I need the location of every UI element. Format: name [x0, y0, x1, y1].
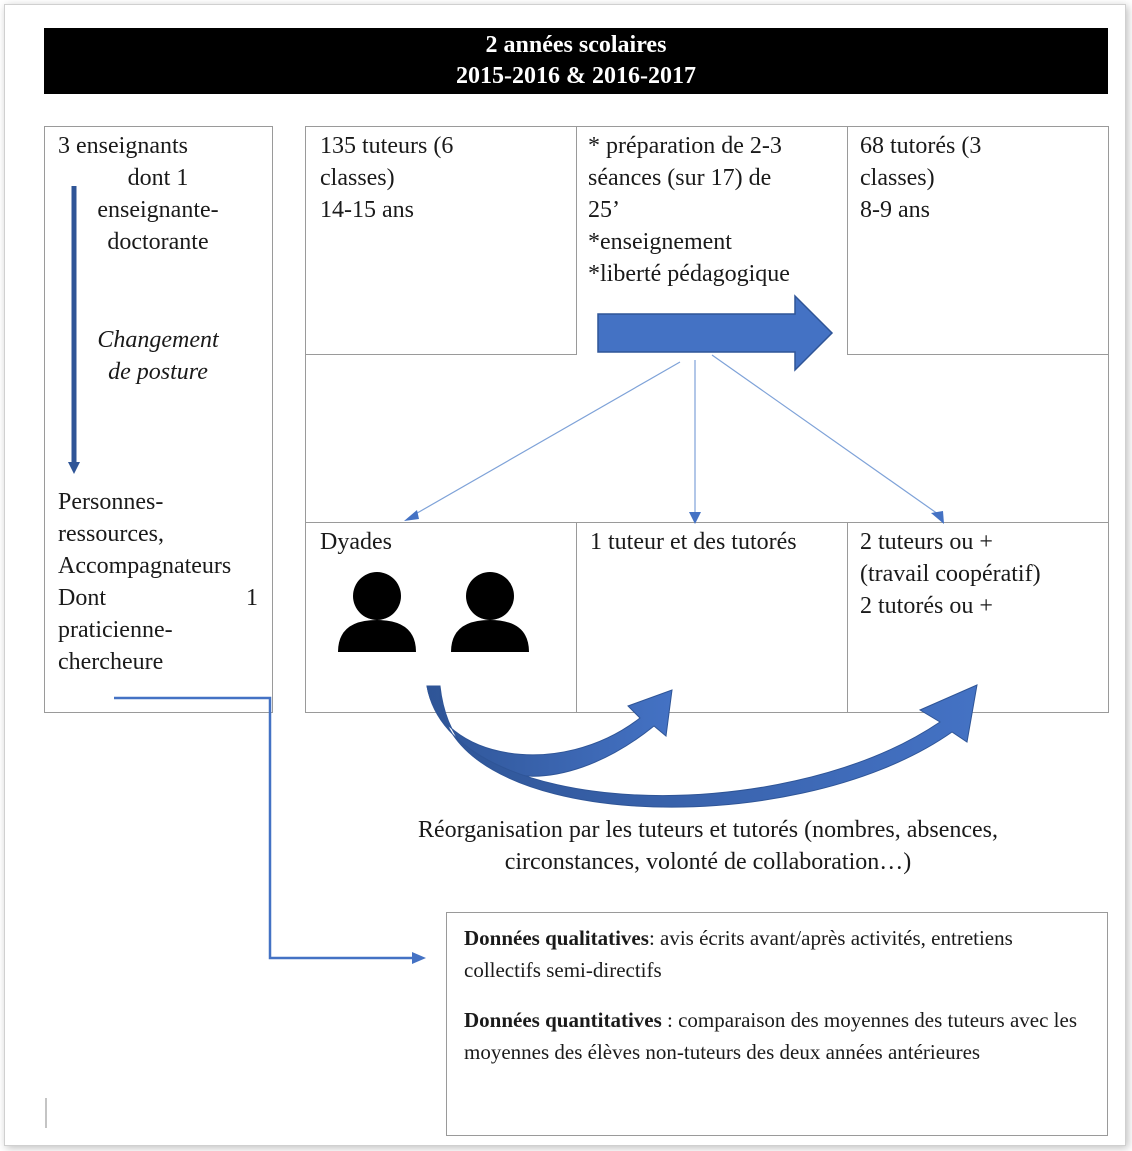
resources-one: 1 — [246, 585, 258, 611]
person-icon — [338, 572, 416, 652]
one-tutor-box — [576, 522, 848, 713]
teachers-box — [44, 126, 273, 713]
person-icon — [451, 572, 529, 652]
header-banner: 2 années scolaires 2015-2016 & 2016-2017 — [44, 28, 1108, 94]
down-arrow — [68, 186, 80, 474]
quantitative-label: Données quantitatives — [464, 1008, 662, 1032]
header-title: 2 années scolaires — [485, 32, 667, 58]
resources-line4: Dont 1 — [58, 582, 258, 614]
right-block-arrow — [597, 294, 834, 372]
change-posture-line1: Changement — [97, 327, 219, 353]
resources-line5: praticienne- — [58, 617, 173, 643]
qualitative-paragraph: Données qualitatives: avis écrits avant/… — [464, 922, 1090, 986]
reorganisation-line2: circonstances, volonté de collaboration…… — [504, 849, 912, 875]
curved-arrow-small — [426, 685, 673, 777]
tutored-text: 68 tutorés (3 classes) 8-9 ans — [860, 133, 982, 223]
tutors-text: 135 tuteurs (6 classes) 14-15 ans — [320, 133, 454, 223]
teachers-line3: enseignante- — [97, 197, 219, 223]
one-tutor-label: 1 tuteur et des tutorés — [590, 529, 797, 555]
resources-line1: Personnes- — [58, 489, 164, 515]
qualitative-label: Données qualitatives — [464, 926, 649, 950]
teachers-line1: 3 enseignants — [58, 133, 188, 159]
preparation-text: * préparation de 2-3 séances (sur 17) de… — [588, 133, 790, 287]
multi-tutor-box — [847, 522, 1109, 713]
resources-line3: Accompagnateurs — [58, 553, 232, 579]
teachers-line4: doctorante — [107, 229, 209, 255]
dyads-label: Dyades — [320, 529, 392, 555]
connector-lines — [411, 354, 939, 517]
qualitative-text: : avis écrits avant/après activités, ent… — [464, 926, 1013, 982]
connector-arrowheads — [404, 510, 944, 524]
header-years: 2015-2016 & 2016-2017 — [456, 63, 696, 89]
quantitative-paragraph: Données quantitatives : comparaison des … — [464, 1004, 1090, 1068]
tutored-box — [847, 126, 1109, 355]
resources-line6: chercheure — [58, 649, 164, 675]
quantitative-text: : comparaison des moyennes des tuteurs a… — [464, 1008, 1077, 1064]
resources-line2: ressources, — [58, 521, 164, 547]
data-box — [446, 912, 1108, 1136]
resources-dont: Dont — [58, 585, 106, 611]
teachers-line2: dont 1 — [127, 165, 189, 191]
multi-tutor-label: 2 tuteurs ou + (travail coopératif) 2 tu… — [860, 529, 1041, 619]
curved-arrow-large — [426, 684, 978, 808]
reorganisation-line1: Réorganisation par les tuteurs et tutoré… — [417, 817, 999, 843]
tutors-box — [305, 126, 577, 355]
elbow-connector — [114, 696, 426, 964]
change-posture-line2: de posture — [108, 359, 208, 385]
